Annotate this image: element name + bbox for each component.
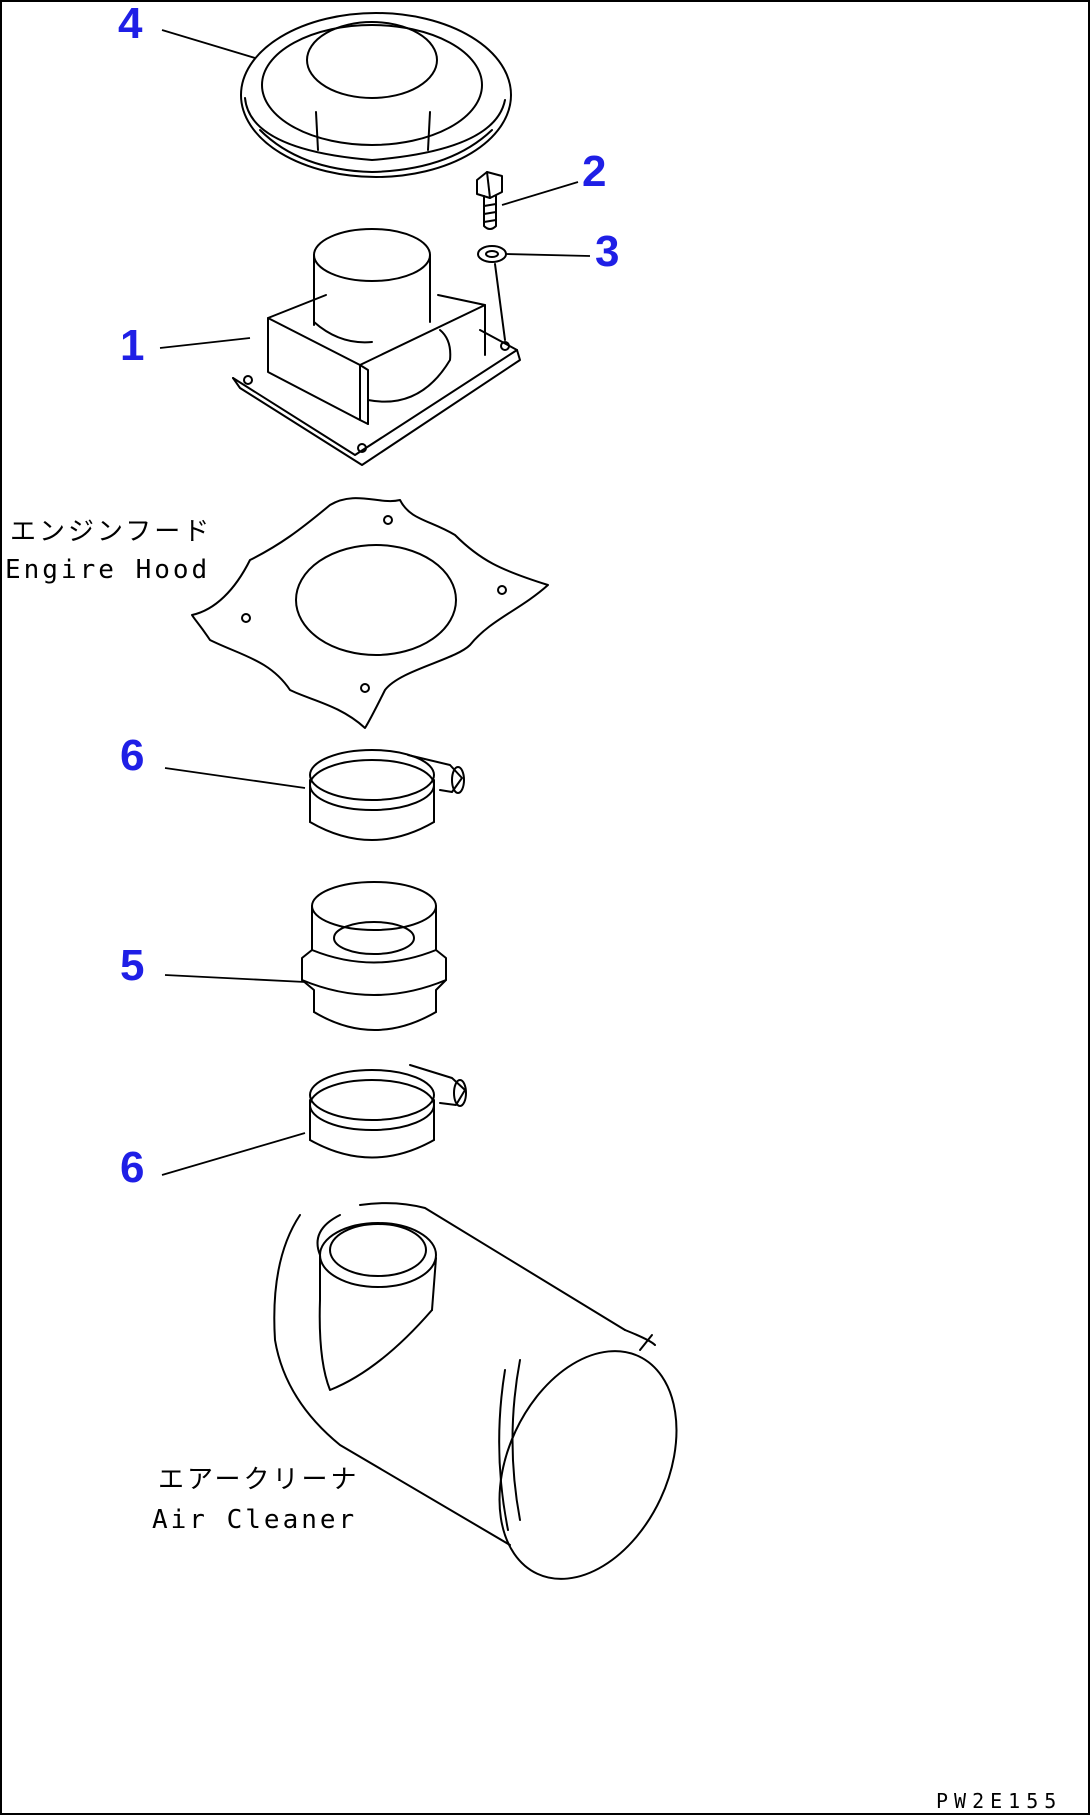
part-3-washer bbox=[477, 245, 507, 341]
engine-hood-label-en: Engire Hood bbox=[5, 555, 210, 585]
engine-hood-label-jp: エンジンフード bbox=[10, 517, 212, 547]
callout-4: 4 bbox=[118, 0, 143, 48]
leader-4 bbox=[161, 29, 256, 59]
part-4-cap bbox=[240, 12, 512, 178]
part-2-bolt bbox=[476, 171, 503, 230]
callout-3: 3 bbox=[595, 227, 619, 276]
air-cleaner-body bbox=[273, 1202, 678, 1580]
callout-5: 5 bbox=[120, 941, 144, 990]
part-1-adapter bbox=[232, 228, 521, 466]
engine-hood-panel bbox=[191, 497, 549, 729]
leader-6-upper bbox=[164, 767, 306, 789]
part-6-lower-clamp bbox=[309, 1064, 467, 1159]
air-cleaner-label-en: Air Cleaner bbox=[152, 1505, 357, 1535]
leader-5 bbox=[164, 974, 306, 983]
callout-6-upper: 6 bbox=[120, 731, 144, 780]
leader-1 bbox=[159, 337, 251, 349]
callout-1: 1 bbox=[120, 321, 144, 370]
part-5-hose bbox=[301, 881, 447, 1031]
leader-2 bbox=[501, 181, 579, 206]
callout-2: 2 bbox=[582, 147, 606, 196]
callout-6-lower: 6 bbox=[120, 1143, 144, 1192]
leader-3 bbox=[505, 253, 591, 257]
air-cleaner-label-jp: エアークリーナ bbox=[158, 1465, 359, 1495]
part-6-upper-clamp bbox=[309, 749, 465, 841]
leader-6-lower bbox=[161, 1132, 306, 1176]
drawing-code: PW2E155 bbox=[936, 1789, 1062, 1813]
